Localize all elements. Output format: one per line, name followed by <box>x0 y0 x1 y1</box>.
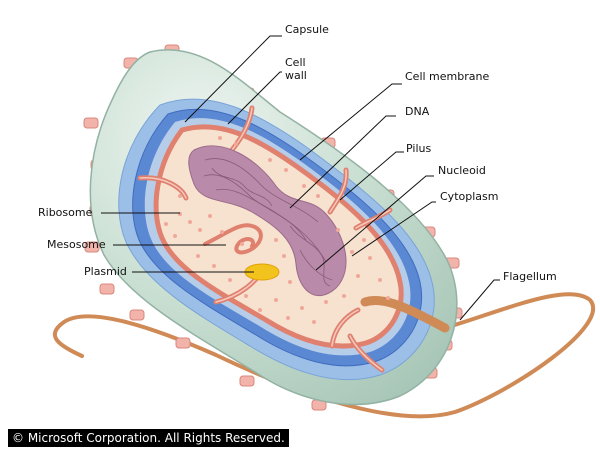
dna-strands <box>203 158 333 287</box>
nucleoid-dna <box>188 145 347 297</box>
nucleoid-label: Nucleoid <box>438 164 486 177</box>
flagellum-base <box>360 295 450 333</box>
surface-knob <box>83 117 99 129</box>
cell-wall-label-line2: wall <box>285 69 307 82</box>
cytoplasm-leader <box>351 201 436 257</box>
flagellum-leader <box>459 279 500 321</box>
copyright-notice: © Microsoft Corporation. All Rights Rese… <box>8 429 289 447</box>
plasmid-label: Plasmid <box>84 265 127 278</box>
surface-knob <box>99 283 115 295</box>
pilus-label: Pilus <box>406 142 432 155</box>
cytoplasm-label: Cytoplasm <box>440 190 499 203</box>
surface-knob <box>129 309 145 321</box>
surface-knob <box>84 241 100 253</box>
cell-wall-label-line1: Cell <box>285 56 306 69</box>
surface-knob <box>175 337 191 349</box>
cell-membrane-label: Cell membrane <box>405 70 490 83</box>
mesosome-label: Mesosome <box>47 238 106 251</box>
cell-membrane-leader <box>299 83 402 161</box>
dna-label: DNA <box>405 105 430 118</box>
nucleoid-leader <box>315 175 434 271</box>
flagellum-label: Flagellum <box>503 270 557 283</box>
pilus-leader <box>339 151 404 201</box>
cell-wall-leader <box>227 71 282 125</box>
leader-lines <box>101 35 500 321</box>
flagellum-tail <box>52 292 595 419</box>
ribosomes <box>164 136 390 324</box>
mesosome <box>203 223 263 255</box>
ribosome-label: Ribosome <box>38 206 93 219</box>
dna-leader <box>289 115 396 209</box>
surface-knob <box>239 375 255 387</box>
capsule-label: Capsule <box>285 23 329 36</box>
capsule-leader <box>184 35 282 123</box>
